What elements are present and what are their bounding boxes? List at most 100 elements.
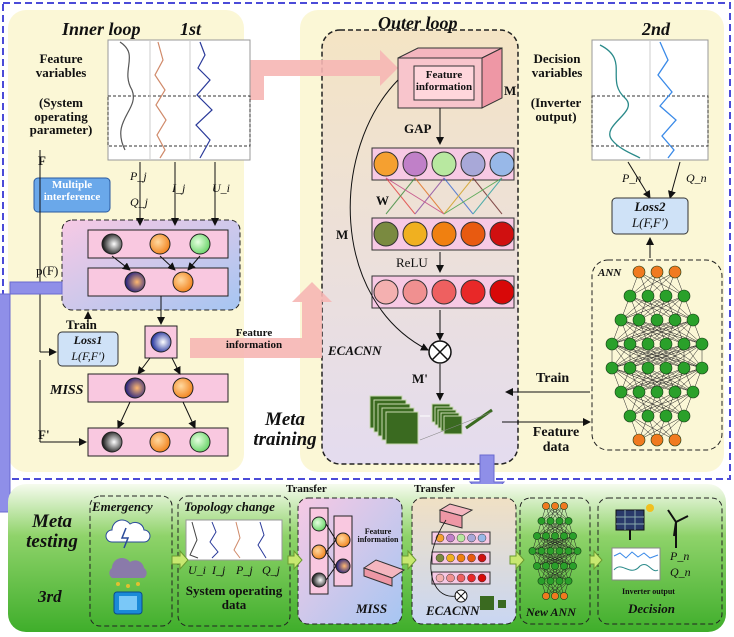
loss2-formula: L(F,F') [631, 215, 669, 230]
qj-label: Q_j [130, 195, 148, 209]
ecacnn-node [446, 553, 455, 563]
ecacnn-node [477, 553, 487, 563]
ann-node [677, 337, 691, 351]
ann-node [555, 577, 564, 585]
ann-node [605, 361, 619, 375]
ecacnn-node [456, 573, 466, 583]
ann-node [650, 265, 664, 279]
ann-node [542, 562, 550, 570]
ecacnn-node [477, 573, 487, 583]
ann-node [546, 547, 555, 555]
ann-node [564, 517, 573, 525]
meta-training-label: Meta training [253, 409, 317, 450]
ann-node [677, 409, 691, 423]
ecacnn-node [456, 533, 466, 543]
ann-node [569, 532, 577, 540]
ann-node [564, 547, 573, 555]
ann-node [546, 517, 555, 525]
feature-data-label: Feature data [532, 425, 580, 455]
M-prime-label: M' [412, 371, 428, 386]
ann-node [641, 289, 655, 303]
ann-node [650, 433, 664, 447]
ann-node [614, 385, 628, 399]
ann-node [551, 562, 559, 570]
inverter-output-label: (Inverter output) [530, 95, 582, 124]
F-label: F [38, 153, 46, 168]
ann-node [632, 385, 646, 399]
pn-label: P_n [622, 171, 642, 185]
decision-variables-label: Decision variables [531, 51, 583, 80]
ann-node [555, 517, 564, 525]
test-feature-info-label: Feature information [357, 527, 399, 545]
pink-arrow-bottom [190, 282, 332, 358]
ann-node [551, 502, 559, 510]
ann-node [542, 502, 550, 510]
test-qn-label: Q_n [670, 565, 691, 579]
system-data-label: System operating data [185, 583, 283, 612]
ann-node [551, 532, 559, 540]
ann-node [641, 361, 655, 375]
ecacnn-node [446, 533, 455, 543]
meta-training-border [2, 2, 731, 480]
ann-network [605, 265, 709, 447]
transfer-label-2: Transfer [414, 483, 455, 495]
ann-node [537, 577, 546, 585]
ann-node [560, 562, 568, 570]
M-label-top: M [504, 83, 517, 98]
ann-node [533, 562, 541, 570]
multiple-interference-label: Multiple interference [43, 179, 101, 203]
emergency-label: Emergency [92, 499, 153, 514]
outer-loop-title: Outer loop [378, 13, 458, 33]
ecacnn-node [467, 573, 476, 583]
relu-label: ReLU [396, 255, 428, 270]
third-step-label: 3rd [38, 587, 62, 606]
inner-loop-title: Inner loop [62, 19, 141, 39]
ann-node [605, 337, 619, 351]
ann-node [659, 361, 673, 375]
ann-node [560, 532, 568, 540]
ann-box [591, 259, 723, 451]
ann-node [632, 313, 646, 327]
train-label-ann: Train [536, 371, 570, 386]
ann-node [668, 385, 682, 399]
test-pn-label: P_n [670, 549, 690, 563]
ann-node [695, 361, 709, 375]
ann-node [641, 409, 655, 423]
ann-node [560, 502, 568, 510]
ann-node [695, 337, 709, 351]
test-ui-label: U_i [188, 563, 206, 577]
ann-node [659, 337, 673, 351]
ann-node [542, 592, 550, 600]
inverter-output-small: Inverter output [622, 587, 675, 596]
ann-node [555, 547, 564, 555]
ij-label: I_j [172, 181, 186, 195]
ann-node [650, 385, 664, 399]
loss1-label: Loss1 [73, 333, 103, 347]
ann-node [686, 313, 700, 327]
feature-variables-label: Feature variables [35, 51, 87, 80]
ann-node [659, 289, 673, 303]
decision-box [597, 497, 723, 625]
ecacnn-node [446, 573, 455, 583]
train-label-inner: Train [66, 317, 97, 332]
new-ann-label: New ANN [526, 605, 576, 619]
ann-node [564, 577, 573, 585]
loss2-label: Loss2 [634, 199, 666, 214]
W-label: W [376, 193, 389, 208]
ann-node [551, 592, 559, 600]
ann-node [614, 313, 628, 327]
meta-testing-label: Meta testing [26, 511, 78, 552]
pink-arrow-top [248, 50, 398, 100]
test-miss-label: MISS [356, 601, 388, 616]
ann-node [542, 532, 550, 540]
ann-node [623, 337, 637, 351]
gap-label: GAP [404, 121, 432, 136]
ann-node [573, 547, 582, 555]
ann-node [668, 265, 682, 279]
ann-node [668, 313, 682, 327]
decision-label: Decision [628, 601, 675, 616]
test-qj-label: Q_j [262, 563, 280, 577]
ann-node [677, 361, 691, 375]
ann-node [659, 409, 673, 423]
ann-node [668, 433, 682, 447]
